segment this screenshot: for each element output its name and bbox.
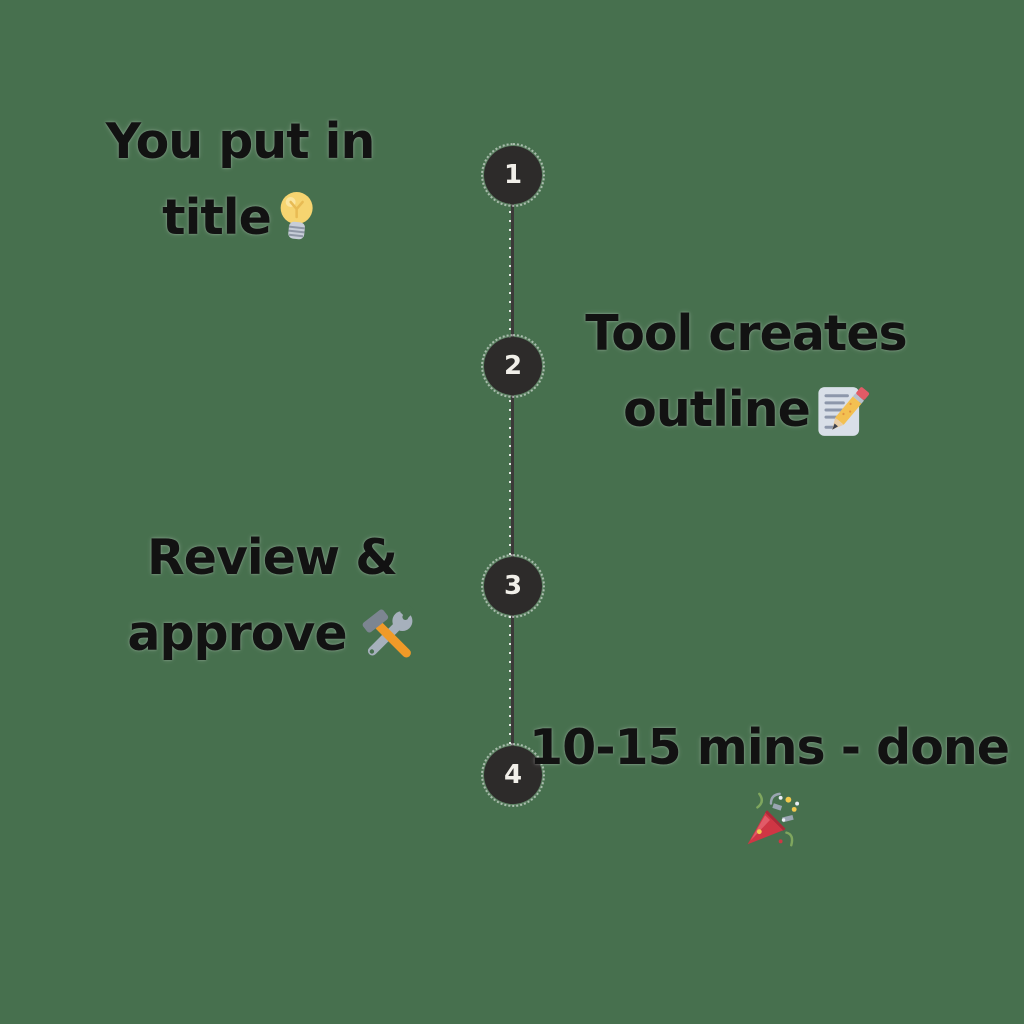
step-1-label: You put in title: [105, 104, 376, 256]
timeline-node-1: 1: [481, 143, 545, 207]
step-2-line-2: outline: [585, 372, 906, 448]
party-popper-icon: [747, 792, 800, 847]
step-1-line-2: title: [106, 180, 375, 256]
step-2-line-1: Tool creates: [585, 305, 907, 362]
step-1-line-1: You put in: [105, 113, 376, 170]
node-number: 3: [503, 571, 523, 601]
step-4-label: 10-15 mins - done: [529, 710, 1010, 852]
step-2-label: Tool creates outline: [585, 296, 907, 448]
step-3-line-2: approve: [127, 596, 416, 672]
timeline-node-4: 4: [481, 743, 545, 807]
light-bulb-icon: [280, 192, 313, 240]
step-4-line-2: [529, 790, 1009, 852]
memo-icon: [817, 387, 869, 436]
node-number: 2: [503, 351, 523, 381]
timeline-node-2: 2: [481, 334, 545, 398]
step-4-line-1: 10-15 mins - done: [529, 719, 1010, 776]
timeline-connector-line: [509, 175, 514, 776]
timeline-node-3: 3: [481, 554, 545, 618]
hammer-and-wrench-icon: [362, 605, 416, 658]
node-number: 1: [503, 160, 523, 190]
step-3-label: Review & approve: [127, 520, 416, 672]
step-3-line-1: Review &: [147, 529, 398, 586]
node-number: 4: [503, 760, 523, 790]
